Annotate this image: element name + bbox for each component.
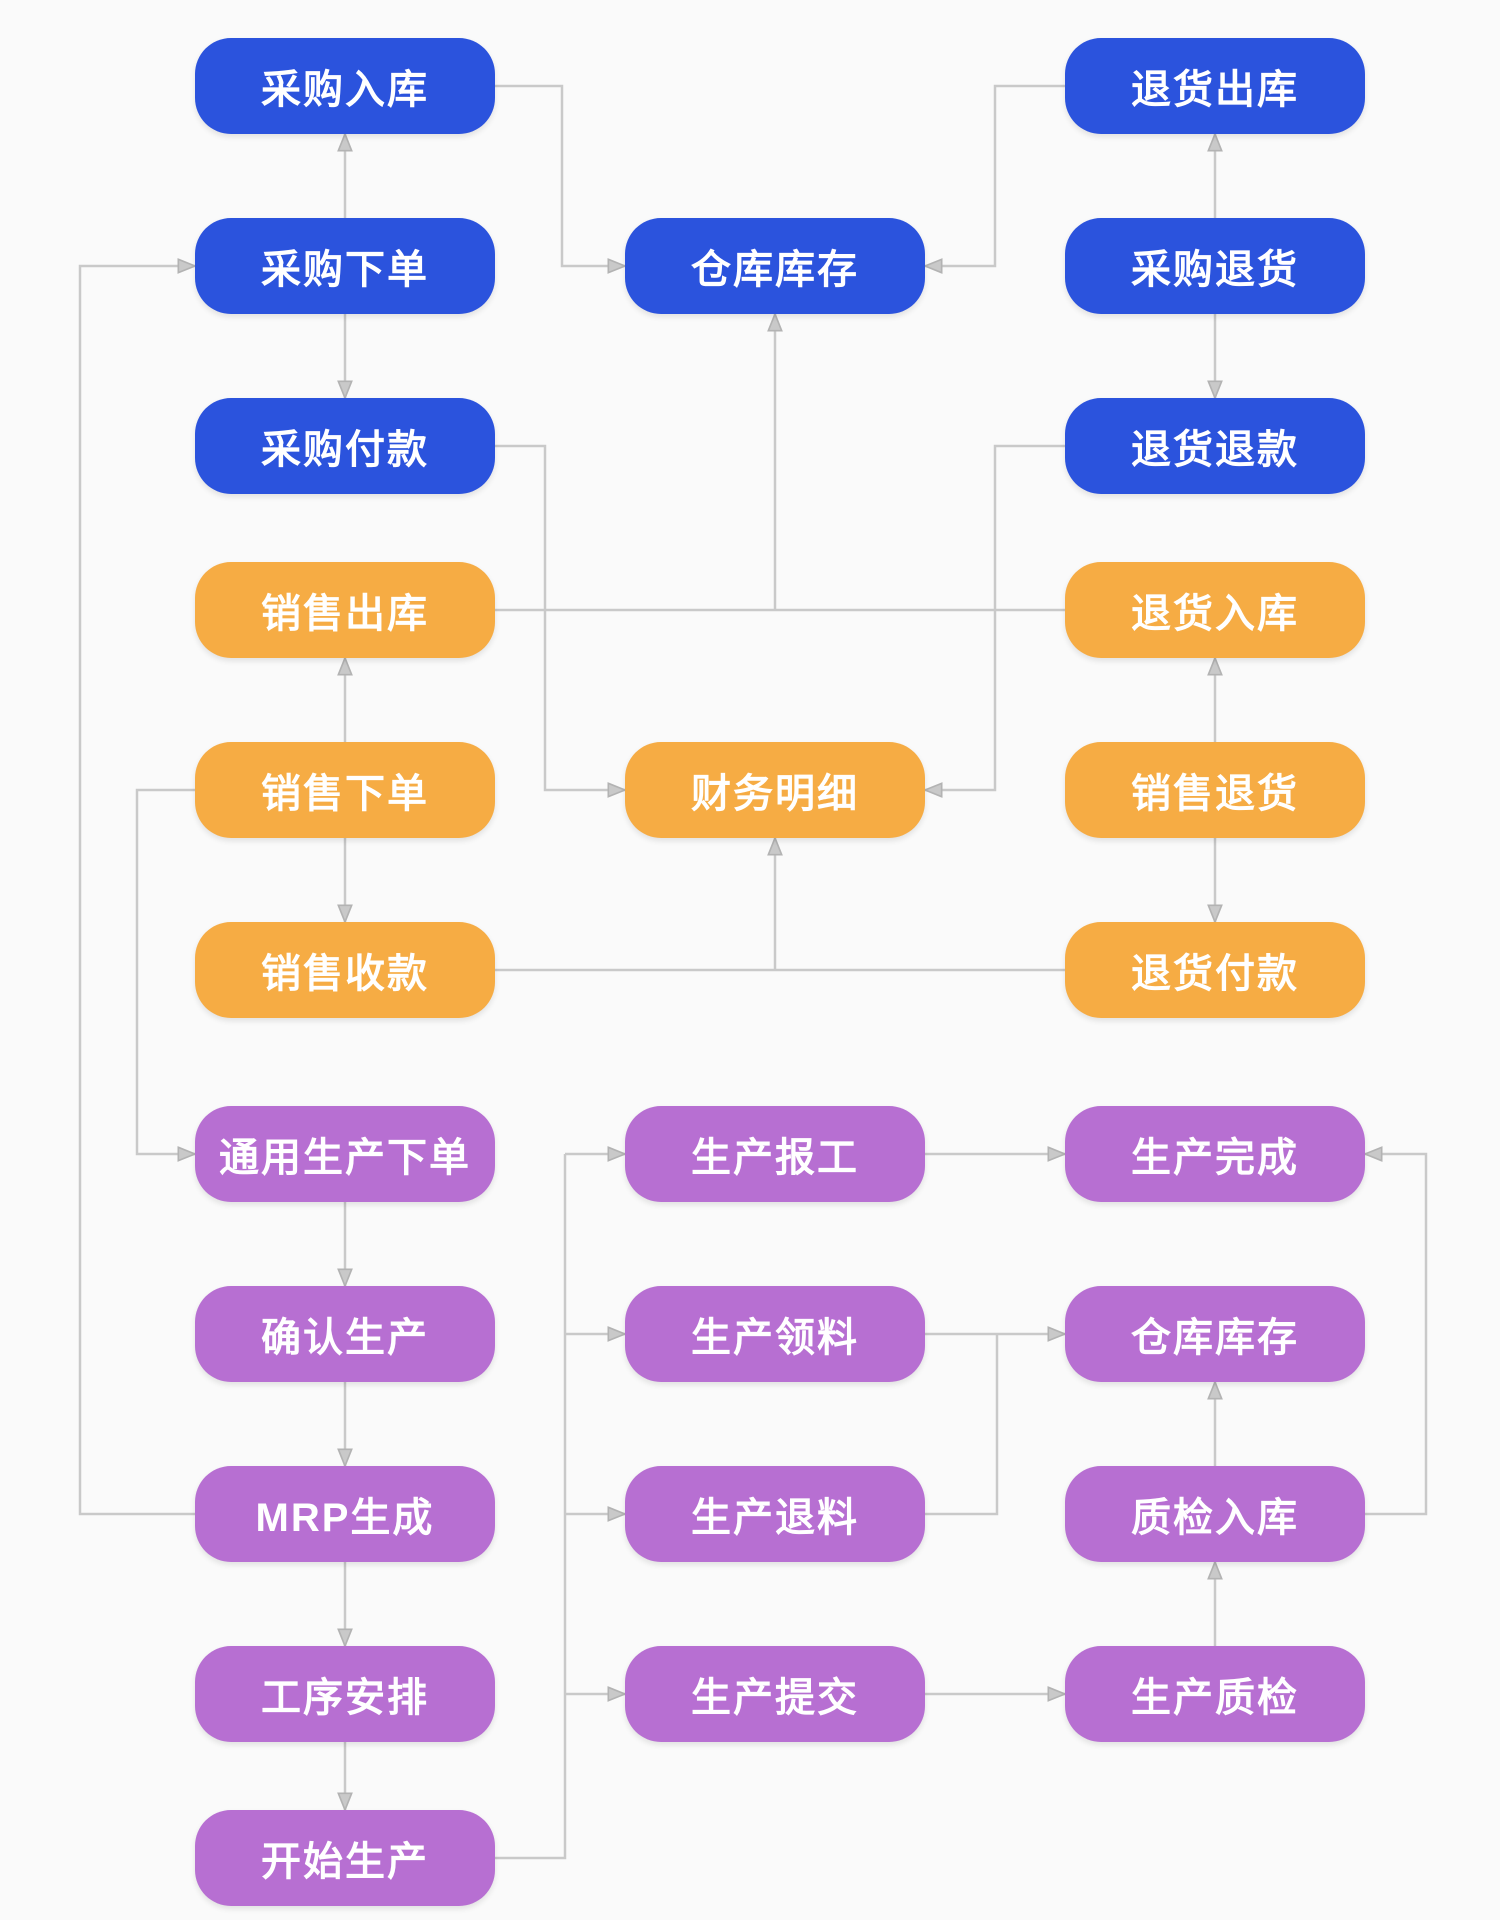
node-label: 采购退货 — [1131, 248, 1299, 292]
node-label: 销售下单 — [261, 772, 429, 816]
node-label: 生产提交 — [691, 1676, 859, 1720]
node-warehouse-stock: 仓库库存 — [625, 218, 925, 314]
node-label: 销售收款 — [261, 952, 429, 996]
node-label: 采购付款 — [261, 428, 429, 472]
node-purchase-payment: 采购付款 — [195, 398, 495, 494]
node-label: 退货出库 — [1131, 68, 1299, 112]
edge-start-production-spine — [495, 1154, 567, 1860]
edge-purchase-payment-to-finance — [495, 444, 625, 790]
node-production-submit: 生产提交 — [625, 1646, 925, 1742]
node-label: 工序安排 — [261, 1676, 429, 1720]
node-label: 开始生产 — [261, 1840, 429, 1884]
node-sales-receipt: 销售收款 — [195, 922, 495, 1018]
node-return-outbound: 退货出库 — [1065, 38, 1365, 134]
node-label: 仓库库存 — [1131, 1316, 1299, 1360]
node-sales-return: 销售退货 — [1065, 742, 1365, 838]
node-label: 生产完成 — [1131, 1136, 1299, 1180]
node-label: 确认生产 — [261, 1316, 429, 1360]
node-production-picking: 生产领料 — [625, 1286, 925, 1382]
node-production-qc: 生产质检 — [1065, 1646, 1365, 1742]
node-label: 退货付款 — [1131, 952, 1299, 996]
node-purchase-inbound: 采购入库 — [195, 38, 495, 134]
node-production-material-return: 生产退料 — [625, 1466, 925, 1562]
node-label: 销售退货 — [1131, 772, 1299, 816]
node-purchase-order: 采购下单 — [195, 218, 495, 314]
edge-sales-order-to-production-order — [135, 788, 195, 1154]
node-label: 采购下单 — [261, 248, 429, 292]
node-label: MRP生成 — [255, 1496, 435, 1540]
edge-qc-inbound-to-complete — [1365, 1154, 1428, 1516]
node-warehouse-stock-2: 仓库库存 — [1065, 1286, 1365, 1382]
edge-return-refund-to-finance — [925, 444, 1065, 790]
node-label: 生产质检 — [1131, 1676, 1299, 1720]
node-start-production: 开始生产 — [195, 1810, 495, 1906]
node-finance-detail: 财务明细 — [625, 742, 925, 838]
edges-group — [78, 84, 1428, 1860]
node-sales-outbound: 销售出库 — [195, 562, 495, 658]
node-label: 仓库库存 — [691, 248, 859, 292]
edge-purchase-inbound-to-warehouse — [495, 84, 625, 266]
edge-material-return-join — [925, 1334, 999, 1516]
node-general-production-order: 通用生产下单 — [195, 1106, 495, 1202]
node-label: 质检入库 — [1131, 1496, 1299, 1540]
node-return-refund: 退货退款 — [1065, 398, 1365, 494]
node-mrp-generate: MRP生成 — [195, 1466, 495, 1562]
node-label: 生产领料 — [691, 1316, 859, 1360]
node-confirm-production: 确认生产 — [195, 1286, 495, 1382]
node-label: 退货退款 — [1131, 428, 1299, 472]
node-production-report: 生产报工 — [625, 1106, 925, 1202]
node-label: 销售出库 — [261, 592, 429, 636]
node-label: 生产退料 — [691, 1496, 859, 1540]
node-production-complete: 生产完成 — [1065, 1106, 1365, 1202]
node-purchase-return: 采购退货 — [1065, 218, 1365, 314]
edge-mrp-to-purchase-order — [78, 266, 195, 1516]
node-return-inbound: 退货入库 — [1065, 562, 1365, 658]
node-label: 采购入库 — [261, 68, 429, 112]
node-label: 退货入库 — [1131, 592, 1299, 636]
node-label: 财务明细 — [691, 772, 859, 816]
node-sales-order: 销售下单 — [195, 742, 495, 838]
node-qc-inbound: 质检入库 — [1065, 1466, 1365, 1562]
node-process-arrange: 工序安排 — [195, 1646, 495, 1742]
node-label: 通用生产下单 — [219, 1136, 471, 1180]
node-return-payment: 退货付款 — [1065, 922, 1365, 1018]
node-label: 生产报工 — [691, 1136, 859, 1180]
edge-return-outbound-to-warehouse — [925, 84, 1065, 266]
